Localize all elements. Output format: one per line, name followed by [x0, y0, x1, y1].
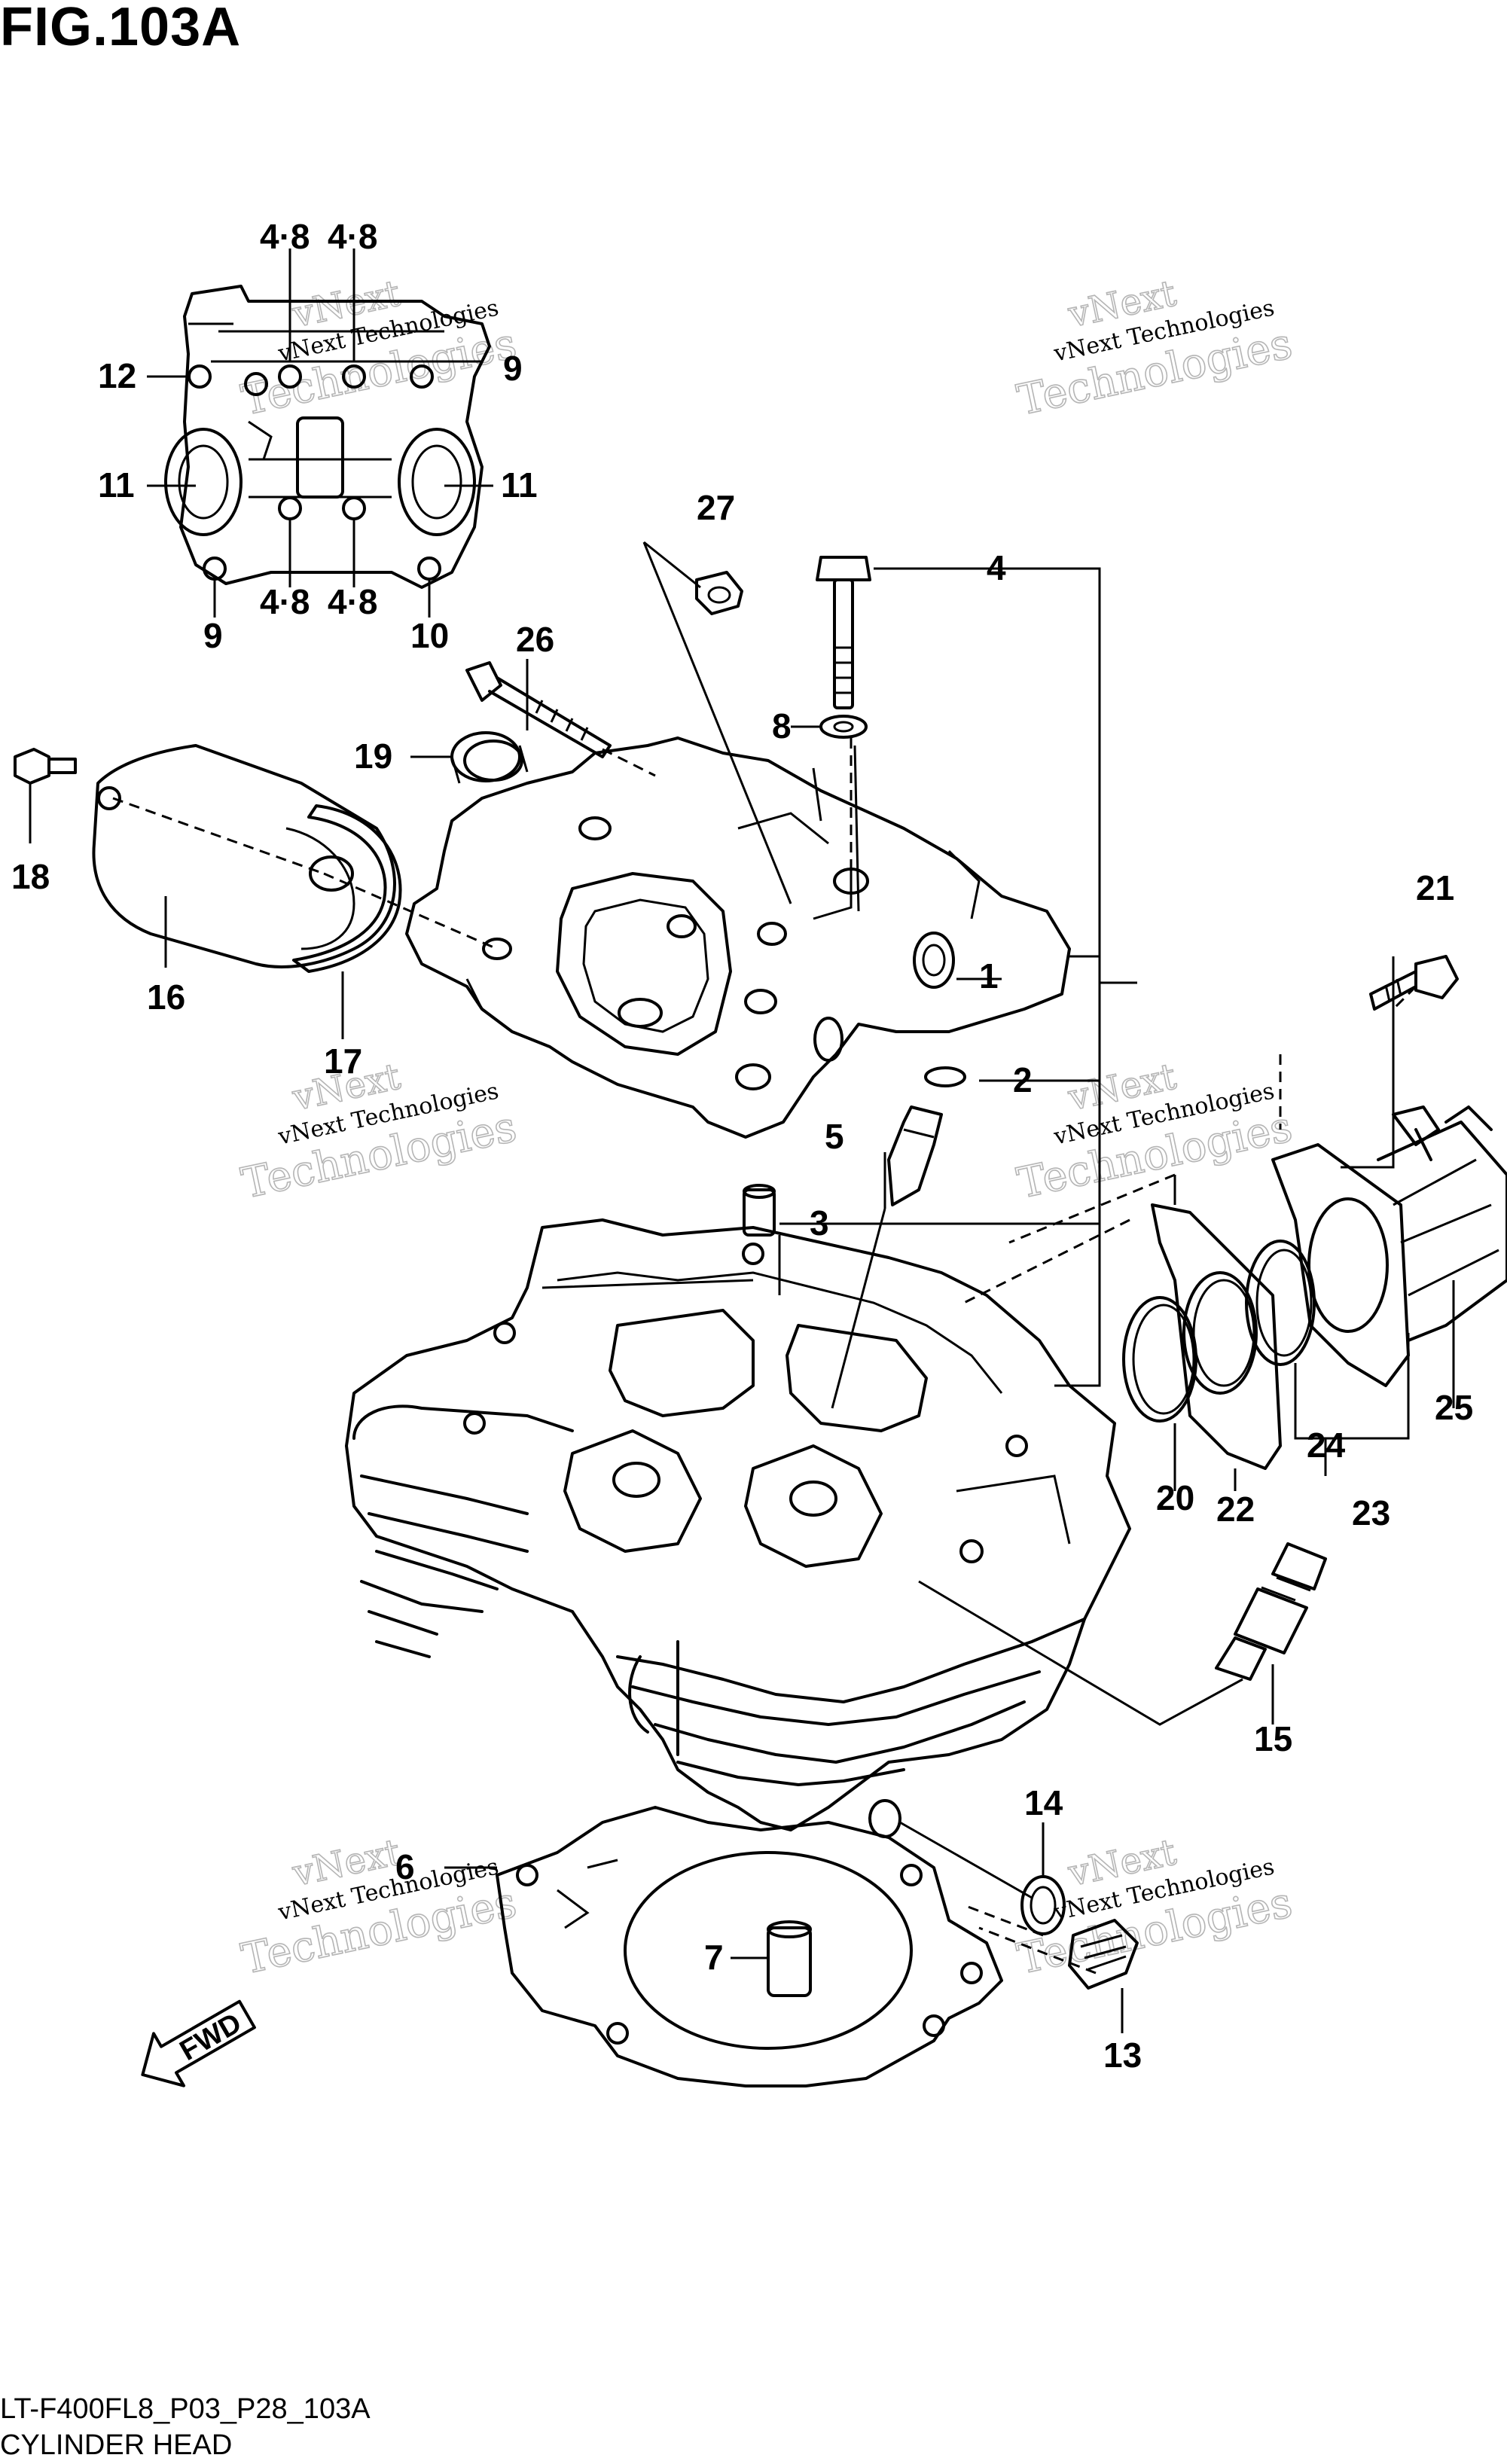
callout-14: 14 — [1024, 1783, 1063, 1822]
callout-7: 7 — [704, 1938, 724, 1977]
callout-22: 22 — [1216, 1490, 1255, 1529]
intake-seal — [1245, 1240, 1316, 1366]
callout-16: 16 — [147, 977, 185, 1017]
diagram-code: LT-F400FL8_P03_P28_103A — [0, 2393, 371, 2425]
intake-o-ring — [1122, 1296, 1197, 1423]
plug-gasket — [1020, 1875, 1066, 1935]
callout-26: 26 — [516, 620, 554, 659]
callout-23: 23 — [1352, 1493, 1390, 1532]
bolt-and-washer — [816, 556, 871, 739]
cylinder-head-gasket — [496, 1806, 1003, 2087]
callout-15: 15 — [1254, 1719, 1292, 1758]
o-ring — [924, 1066, 966, 1087]
callout-21: 21 — [1416, 868, 1454, 907]
callout-labels: 4·8 4·8 4·8 4·8 1 2 3 4 5 6 7 8 9 9 10 1… — [11, 217, 1473, 2075]
callout-10: 10 — [410, 616, 449, 655]
dowel-pins — [743, 1184, 812, 1997]
callout-20: 20 — [1156, 1478, 1194, 1517]
inset-leaders — [147, 249, 493, 618]
callout-11-left: 11 — [98, 465, 135, 505]
valve-cover — [405, 736, 1071, 1139]
fwd-arrow: FWD — [141, 1999, 256, 2087]
intake-spacer — [1151, 1203, 1282, 1470]
oil-seal — [450, 731, 529, 784]
callout-9-bottom: 9 — [203, 616, 223, 655]
cylinder-head-body — [345, 1218, 1131, 1838]
callout-19: 19 — [354, 736, 392, 776]
spark-plug — [1215, 1542, 1327, 1681]
callout-4-8-bottom-right: 4·8 — [328, 582, 377, 621]
cover-cap — [92, 744, 396, 968]
valve — [887, 1105, 943, 1206]
callout-25: 25 — [1435, 1388, 1473, 1427]
nut — [695, 571, 743, 615]
callout-18: 18 — [11, 857, 50, 896]
intake-bolt — [1369, 955, 1459, 1011]
leader-lines — [29, 541, 1455, 2033]
watermark-group: vNext vNext Technologies Technologies vN… — [236, 272, 1297, 1985]
cover-bolt — [14, 748, 77, 785]
callout-13: 13 — [1103, 2036, 1142, 2075]
callout-4-8-top-right: 4·8 — [328, 217, 377, 256]
callout-24: 24 — [1307, 1426, 1346, 1465]
callout-8: 8 — [772, 706, 792, 746]
callout-4-8-bottom-left: 4·8 — [260, 582, 310, 621]
figure-title: FIG.103A — [0, 0, 242, 57]
callout-9-top: 9 — [503, 349, 523, 388]
fwd-label: FWD — [175, 2007, 247, 2067]
intake-pipe — [1271, 1105, 1507, 1387]
callout-3: 3 — [810, 1203, 829, 1243]
callout-4: 4 — [987, 548, 1006, 587]
callout-1: 1 — [979, 956, 999, 996]
callout-12: 12 — [98, 356, 136, 395]
callout-27: 27 — [697, 488, 735, 527]
callout-17: 17 — [324, 1041, 362, 1081]
drain-plug — [1068, 1919, 1139, 1990]
inset-head-top-view — [164, 285, 491, 589]
callout-4-8-top-left: 4·8 — [260, 217, 310, 256]
cover-gasket — [292, 804, 402, 973]
callout-2: 2 — [1013, 1060, 1033, 1099]
diagram-name: CYLINDER HEAD — [0, 2429, 233, 2461]
callout-11-right: 11 — [501, 465, 538, 505]
callout-6: 6 — [395, 1847, 415, 1886]
callout-5: 5 — [825, 1117, 844, 1156]
